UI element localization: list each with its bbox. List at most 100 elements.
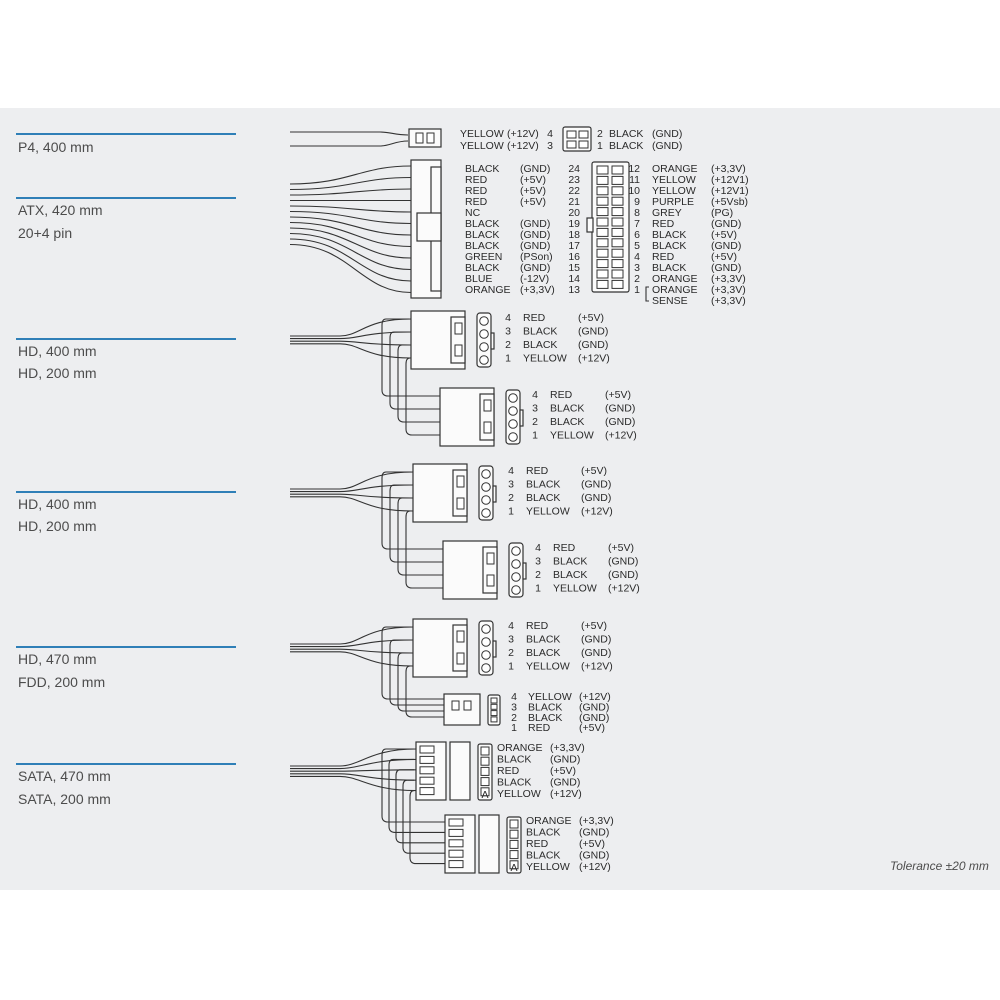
molex-wire-color: RED [553, 542, 576, 554]
molex-pin [479, 342, 489, 352]
atx-sublabel: 20+4 pin [18, 225, 73, 241]
sata-pin [480, 746, 490, 756]
p4-pin-cell [566, 130, 577, 139]
section-divider [16, 197, 236, 199]
wire [389, 331, 440, 410]
atx-pin-cell [596, 196, 609, 206]
molex-wire-voltage: (GND) [581, 479, 611, 491]
fdd-pin-number: 1 [511, 722, 517, 734]
wire [290, 773, 417, 781]
atx-pin-number: 18 [568, 229, 580, 241]
atx-wire-color: BLACK [465, 163, 499, 175]
molex-pin [508, 432, 518, 442]
atx-wire-color: BLACK [465, 218, 499, 230]
sense-bracket [645, 286, 649, 302]
atx-pin-cell [596, 186, 609, 196]
fdd-pin [490, 697, 498, 704]
molex-wire-voltage: (+5V) [581, 465, 607, 477]
molex-pin [511, 546, 521, 556]
molex-pin-slot [454, 322, 463, 335]
molex-wire-voltage: (GND) [605, 416, 635, 428]
wire [290, 775, 417, 792]
wire [388, 758, 445, 833]
wire [402, 779, 445, 854]
wire [290, 651, 414, 667]
tolerance-note: Tolerance ±20 mm [890, 859, 989, 873]
molex-pin [479, 329, 489, 339]
sata-wire-voltage: (+3,3V) [579, 815, 614, 827]
fdd-wire-voltage: (+5V) [579, 722, 605, 734]
molex-key [522, 562, 527, 580]
fdd-connector-body [443, 693, 481, 726]
sata-wire-color: BLACK [497, 777, 531, 789]
atx-wire-voltage: (+3,3V) [520, 284, 555, 296]
atx-pin-cell [611, 217, 624, 227]
molex-wire-color: BLACK [550, 403, 584, 415]
wire [289, 205, 412, 213]
atx-wire-voltage: (+3,3V) [711, 295, 746, 307]
atx-pin-cell [611, 279, 624, 289]
atx-wire-color: RED [652, 218, 675, 230]
atx-wire-voltage: (+5V) [520, 196, 546, 208]
wire [289, 210, 412, 225]
molex-wire-color: YELLOW [526, 506, 570, 518]
molex-pin [508, 419, 518, 429]
wire [405, 665, 444, 718]
wire [290, 471, 414, 490]
p4-pin-number: 2 [597, 128, 603, 140]
wire [290, 626, 414, 645]
atx-wire-color: NC [465, 207, 481, 219]
atx-pin-cell [596, 207, 609, 217]
molex-pin [481, 650, 491, 660]
sata-wire-color: YELLOW [526, 861, 570, 873]
atx-pin-cell [596, 269, 609, 279]
molex-pin-number: 2 [505, 339, 511, 351]
wire [381, 748, 445, 823]
atx-pin-number: 3 [634, 262, 640, 274]
wire [381, 626, 444, 700]
p4-wire-color: YELLOW [460, 140, 504, 152]
fdd-pin-slot [451, 700, 460, 711]
wire [289, 216, 412, 236]
sata-wire-voltage: (+12V) [550, 788, 582, 800]
atx-wire-voltage: (+3,3V) [711, 284, 746, 296]
wire [289, 232, 412, 271]
molex-wire-voltage: (+5V) [578, 312, 604, 324]
atx-wire-color: BLUE [465, 273, 492, 285]
molex-pin-number: 1 [535, 583, 541, 595]
atx-wire-color: RED [652, 251, 675, 263]
atx-pin-number: 2 [634, 273, 640, 285]
molex-pin-slot [483, 399, 492, 412]
atx-pin-number: 14 [568, 273, 580, 285]
p4-pin-number: 1 [597, 140, 603, 152]
wire [397, 652, 444, 712]
molex-key [519, 409, 524, 427]
wire [289, 165, 412, 185]
molex-wire-voltage: (GND) [581, 492, 611, 504]
atx-pin-number: 9 [634, 196, 640, 208]
sata-wire-voltage: (+3,3V) [550, 742, 585, 754]
atx-wire-color: BLACK [652, 262, 686, 274]
atx-wire-color: ORANGE [652, 163, 698, 175]
atx-wire-voltage: (GND) [711, 262, 741, 274]
wire [290, 343, 412, 359]
sata-pin-slot [448, 828, 464, 837]
atx-wire-color: RED [465, 185, 488, 197]
wire [290, 493, 414, 499]
molex-pin-number: 4 [532, 389, 538, 401]
atx-wire-voltage: (+3,3V) [711, 163, 746, 175]
molex-pin-number: 4 [508, 465, 514, 477]
fdd-pin [490, 716, 498, 723]
molex-wire-color: BLACK [526, 479, 560, 491]
section-divider [16, 491, 236, 493]
atx-wire-color: RED [465, 196, 488, 208]
molex-pin [508, 406, 518, 416]
sata-label: SATA, 470 mm [18, 768, 111, 784]
molex-wire-color: RED [523, 312, 546, 324]
atx-wire-voltage: (+5Vsb) [711, 196, 748, 208]
molex-key [492, 485, 497, 503]
atx-pin-cell [611, 165, 624, 175]
fdd-pin [490, 703, 498, 710]
sata-wire-color: ORANGE [526, 815, 572, 827]
section-divider [16, 763, 236, 765]
